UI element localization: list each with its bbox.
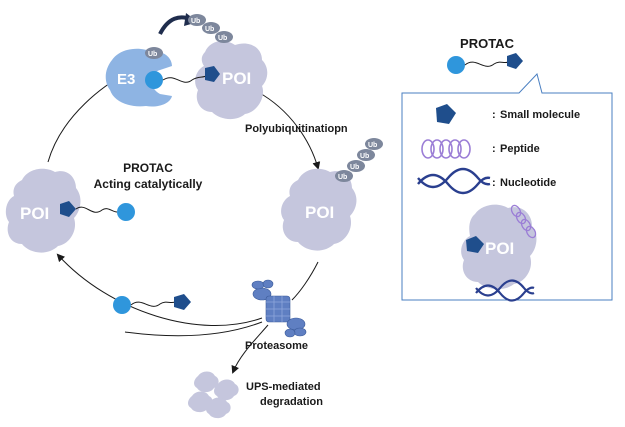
- degraded-fragments: [188, 371, 239, 419]
- ub-chain-right-4: [365, 138, 383, 150]
- ub-on-e3: [145, 47, 163, 59]
- e3-ligand-ball: [145, 71, 163, 89]
- protac-linker-left: [75, 206, 118, 213]
- free-protac-linker: [130, 301, 176, 307]
- protac-label-line2: Acting catalytically: [94, 177, 203, 191]
- free-protac-ball: [113, 296, 131, 314]
- polyubiquitination-label: Polyubiquitinatiopn: [245, 123, 348, 135]
- poi-label-left: POI: [20, 204, 49, 223]
- poi-label-top: POI: [222, 69, 251, 88]
- ups-label-line2: degradation: [260, 396, 323, 408]
- free-protac: [113, 294, 191, 314]
- proteasome-icon: [251, 279, 307, 338]
- ub-label-r1: Ub: [338, 174, 347, 181]
- ub-chain-top-2: [202, 22, 220, 34]
- legend-poi-blob: [461, 204, 537, 290]
- legend: PROTAC : Small molecule : Peptide : Nucl…: [401, 36, 613, 302]
- cycle-arrow-return-left: [56, 253, 263, 326]
- poi-blob-left: [5, 168, 81, 253]
- cycle-arrow-right-down: [257, 91, 321, 170]
- poi-blob-top: [195, 40, 268, 120]
- poi-blob-right: [281, 168, 357, 251]
- ups-label-line1: UPS-mediated: [246, 381, 321, 393]
- free-protac-diamond: [174, 294, 191, 310]
- legend-colon-1: :: [492, 109, 496, 121]
- protac-linker-top: [162, 75, 207, 83]
- poi-protac-complex: POI: [5, 168, 135, 253]
- ub-chain-right-1: [335, 170, 353, 182]
- ub-chain-right-2: [347, 160, 365, 172]
- ub-chain-top-1: [188, 14, 206, 26]
- cycle-arrow-to-proteasome: [291, 261, 319, 301]
- ub-label-r2: Ub: [350, 164, 359, 171]
- poi-label-right: POI: [305, 203, 334, 222]
- polyubiquitinated-poi: POI Ub Ub Ub Ub: [281, 138, 383, 251]
- legend-poi-label: POI: [485, 239, 514, 258]
- legend-colon-3: :: [492, 177, 496, 189]
- legend-label-small-molecule: Small molecule: [500, 109, 580, 121]
- legend-label-nucleotide: Nucleotide: [500, 177, 556, 189]
- e3-ligase: [105, 48, 172, 107]
- ub-label-e3: Ub: [148, 51, 157, 58]
- cycle-arrow-return-lower: [124, 321, 263, 337]
- legend-colon-2: :: [492, 143, 496, 155]
- legend-protac-linker: [464, 61, 509, 67]
- legend-poi-peptide: [510, 204, 537, 239]
- legend-poi-nucleotide: [475, 279, 535, 302]
- ub-label-t2: Ub: [205, 26, 214, 33]
- ub-label-r3: Ub: [360, 153, 369, 160]
- ub-label-r4: Ub: [368, 142, 377, 149]
- ub-chain-top-3: [215, 31, 233, 43]
- nucleotide-helix-icon: [417, 167, 491, 195]
- legend-box: [401, 73, 613, 301]
- ternary-complex: POI E3 Ub Ub Ub Ub: [105, 13, 268, 120]
- legend-protac-ball: [447, 56, 465, 74]
- protac-label-line1: PROTAC: [123, 161, 173, 175]
- e3-label: E3: [117, 71, 135, 88]
- ub-label-t1: Ub: [191, 18, 200, 25]
- small-molecule-icon: [436, 104, 456, 124]
- poi-ligand-diamond-left: [60, 201, 76, 217]
- legend-protac-diamond: [507, 53, 523, 69]
- peptide-helix-icon: [421, 139, 471, 159]
- degradation-arrow: [231, 324, 269, 374]
- poi-ligand-diamond-top: [205, 66, 220, 82]
- proteasome-label: Proteasome: [245, 340, 308, 352]
- e3-ligand-ball-left: [117, 203, 135, 221]
- ub-chain-right-3: [357, 149, 375, 161]
- ub-label-t3: Ub: [218, 35, 227, 42]
- legend-poi-small-molecule: [466, 236, 484, 253]
- legend-title: PROTAC: [460, 36, 515, 51]
- legend-label-peptide: Peptide: [500, 143, 540, 155]
